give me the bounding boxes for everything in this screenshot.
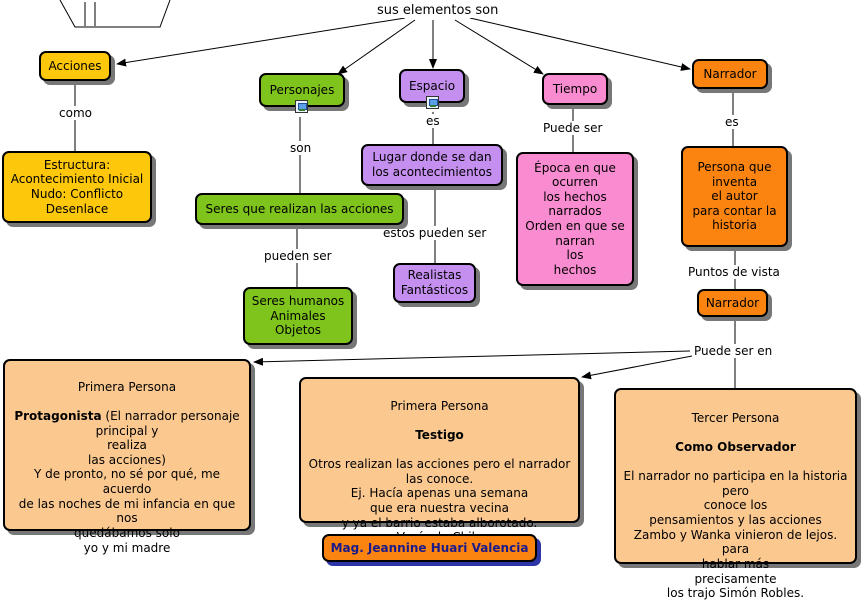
- link-label-puede-ser-en: Puede ser en: [692, 344, 775, 358]
- node-narrador-label: Narrador: [703, 66, 757, 81]
- node-narrador-2-label: Narrador: [705, 295, 760, 310]
- link-label-pueden-ser: pueden ser: [262, 249, 334, 263]
- primera1-title: Primera Persona: [77, 379, 177, 394]
- link-label-es-narrador: es: [723, 115, 741, 129]
- node-primera-persona-protagonista[interactable]: Primera Persona Protagonista (El narrado…: [3, 359, 251, 555]
- connector-layer: [59, 0, 736, 388]
- root-label: sus elementos son: [375, 3, 501, 18]
- primera2-title: Primera Persona: [390, 398, 489, 413]
- node-tiempo[interactable]: Tiempo: [542, 73, 608, 105]
- node-espacio-label: Espacio: [408, 78, 456, 93]
- link-to-primera2: [581, 355, 693, 380]
- tercera-title: Tercer Persona: [691, 410, 780, 425]
- node-realistas-label: Realistas Fantásticos: [400, 268, 469, 297]
- node-estructura[interactable]: Estructura: Acontecimiento Inicial Nudo:…: [2, 151, 152, 223]
- node-humanos-label: Seres humanos Animales Objetos: [251, 294, 345, 338]
- primera1-bold: Protagonista: [14, 408, 102, 423]
- node-primera-persona-testigo[interactable]: Primera Persona Testigo Otros realizan l…: [299, 377, 580, 544]
- link-to-primera1: [253, 350, 691, 366]
- node-epoca-label: Época en que ocurren los hechos narrados…: [525, 160, 625, 277]
- node-acciones-label: Acciones: [48, 58, 102, 73]
- node-tercer-persona-observador[interactable]: Tercer Persona Como Observador El narrad…: [614, 388, 857, 600]
- image-icon[interactable]: [426, 96, 439, 109]
- node-seres[interactable]: Seres que realizan las acciones: [195, 193, 404, 225]
- node-personajes-label: Personajes: [269, 82, 335, 97]
- node-humanos[interactable]: Seres humanos Animales Objetos: [243, 287, 353, 345]
- link-label-estos-pueden-ser: estos pueden ser: [381, 226, 489, 240]
- link-root-narrador: [469, 17, 691, 71]
- tercera-rest: El narrador no participa en la historia …: [623, 469, 848, 601]
- link-label-como: como: [57, 106, 94, 120]
- author-badge: Mag. Jeannine Huari Valencia: [322, 534, 537, 562]
- link-root-personajes: [337, 19, 416, 75]
- node-persona[interactable]: Persona que inventa el autor para contar…: [681, 146, 788, 247]
- image-icon[interactable]: [295, 100, 308, 113]
- link-label-puede-ser: Puede ser: [541, 121, 605, 135]
- link-label-es: es: [424, 114, 442, 128]
- node-tiempo-label: Tiempo: [552, 81, 598, 96]
- link-label-puntos-de-vista: Puntos de vista: [686, 265, 782, 279]
- link-root-tiempo: [454, 19, 544, 75]
- node-epoca[interactable]: Época en que ocurren los hechos narrados…: [516, 152, 634, 286]
- node-estructura-label: Estructura: Acontecimiento Inicial Nudo:…: [10, 157, 144, 216]
- tercera-bold: Como Observador: [675, 439, 796, 454]
- node-persona-label: Persona que inventa el autor para contar…: [692, 159, 777, 233]
- link-root-acciones: [116, 17, 406, 67]
- node-seres-label: Seres que realizan las acciones: [205, 201, 394, 216]
- node-acciones[interactable]: Acciones: [39, 51, 111, 81]
- node-realistas[interactable]: Realistas Fantásticos: [393, 263, 476, 303]
- node-lugar-label: Lugar donde se dan los acontecimientos: [372, 150, 492, 179]
- primera1-rest: (El narrador personaje principal y reali…: [18, 408, 240, 555]
- node-narrador[interactable]: Narrador: [692, 59, 768, 89]
- link-label-son: son: [288, 141, 314, 155]
- author-name: Mag. Jeannine Huari Valencia: [330, 540, 529, 555]
- primera1-body: Protagonista (El narrador personaje prin…: [14, 409, 239, 555]
- node-lugar[interactable]: Lugar donde se dan los acontecimientos: [361, 144, 503, 186]
- primera2-bold: Testigo: [415, 427, 464, 442]
- top-cut-shape: [59, 0, 171, 28]
- primera2-rest: Otros realizan las acciones pero el narr…: [308, 457, 571, 544]
- node-narrador-2[interactable]: Narrador: [697, 289, 768, 317]
